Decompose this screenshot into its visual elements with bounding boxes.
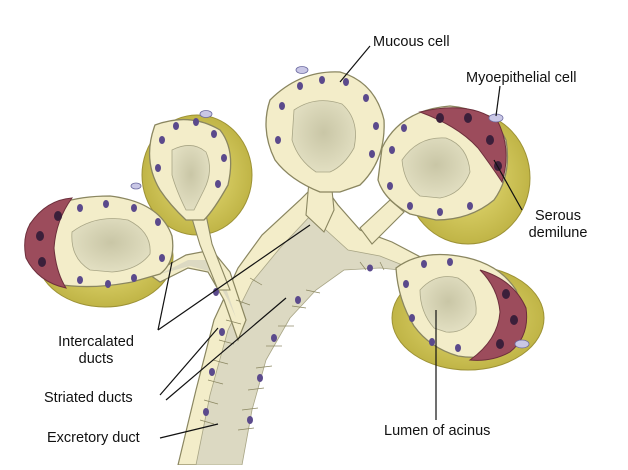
leader-myoepithelial-cell (496, 86, 500, 116)
label-lumen-of-acinus: Lumen of acinus (384, 423, 490, 440)
label-mucous-cell: Mucous cell (373, 34, 450, 51)
acinus-upper-right (378, 106, 508, 220)
label-serous-line1: Serous (518, 208, 598, 225)
label-intercalated-ducts: Intercalated ducts (36, 334, 156, 368)
label-intercalated-line2: ducts (36, 351, 156, 368)
acinus-middle (266, 72, 384, 192)
label-intercalated-line1: Intercalated (36, 334, 156, 351)
acinus-left (25, 196, 173, 288)
label-serous-line2: demilune (518, 225, 598, 242)
label-myoepithelial-cell: Myoepithelial cell (466, 70, 576, 87)
leader-mucous-cell (340, 46, 370, 82)
label-striated-ducts: Striated ducts (44, 390, 133, 407)
label-serous-demilune: Serous demilune (518, 208, 598, 242)
label-excretory-duct: Excretory duct (47, 430, 140, 447)
